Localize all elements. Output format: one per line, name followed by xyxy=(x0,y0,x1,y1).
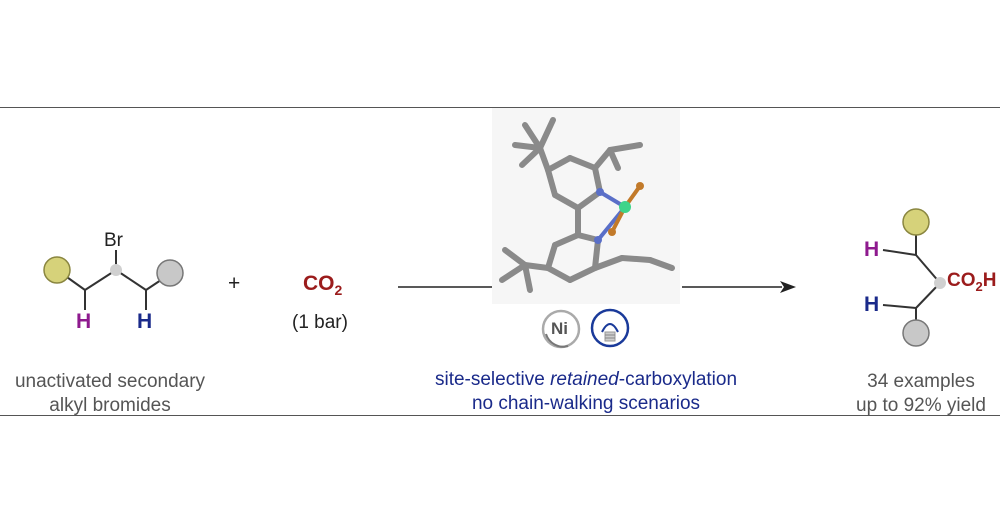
reactant-carbon-marker xyxy=(110,264,122,276)
co2-pressure: (1 bar) xyxy=(292,312,348,333)
reactant-h-left: H xyxy=(76,310,92,333)
co2-subscript: 2 xyxy=(334,282,343,299)
product-skeleton xyxy=(882,222,945,330)
catalyst-caption-line1: site-selective retained-carboxylation xyxy=(400,368,772,392)
nickel-catalyst-icon xyxy=(541,309,581,349)
co2-main: CO xyxy=(303,272,335,295)
product-caption-line1: 34 examples xyxy=(867,371,975,392)
product-caption-line2: up to 92% yield xyxy=(856,395,986,416)
caption-em: retained xyxy=(550,369,619,390)
light-bulb-icon xyxy=(590,308,630,348)
acid-subscript: 2 xyxy=(975,278,983,294)
caption-pre: site-selective xyxy=(434,369,551,390)
co2-formula: CO2 xyxy=(303,272,342,298)
product-caption: 34 examples up to 92% yield xyxy=(842,370,1000,418)
reactant-right-group xyxy=(156,259,184,287)
product-carbon-marker xyxy=(934,277,946,289)
reactant-caption: unactivated secondary alkyl bromides xyxy=(0,370,220,418)
arrow-head xyxy=(780,281,796,293)
product-h-bottom: H xyxy=(864,293,880,316)
acid-tail: H xyxy=(982,270,997,291)
bottom-rule xyxy=(0,415,1000,416)
bromine-label: Br xyxy=(104,230,123,251)
plus-sign: + xyxy=(228,272,241,295)
product-h-top: H xyxy=(864,238,880,261)
product-top-group xyxy=(902,208,930,236)
acid-main: CO xyxy=(947,270,976,291)
top-rule xyxy=(0,107,1000,108)
reactant-left-group xyxy=(43,256,71,284)
nickel-label: Ni xyxy=(551,319,568,338)
caption-post: -carboxylation xyxy=(618,369,738,390)
product-acid: CO2H xyxy=(947,270,996,294)
catalyst-caption: site-selective retained-carboxylation no… xyxy=(400,368,772,416)
catalyst-caption-line2: no chain-walking scenarios xyxy=(471,393,701,414)
reactant-caption-line2: alkyl bromides xyxy=(49,395,171,416)
reactant-h-right: H xyxy=(137,310,153,333)
product-bottom-group xyxy=(902,319,930,347)
reactant-skeleton xyxy=(56,250,171,310)
reactant-caption-line1: unactivated secondary xyxy=(14,371,206,392)
catalyst-structure xyxy=(492,108,680,304)
